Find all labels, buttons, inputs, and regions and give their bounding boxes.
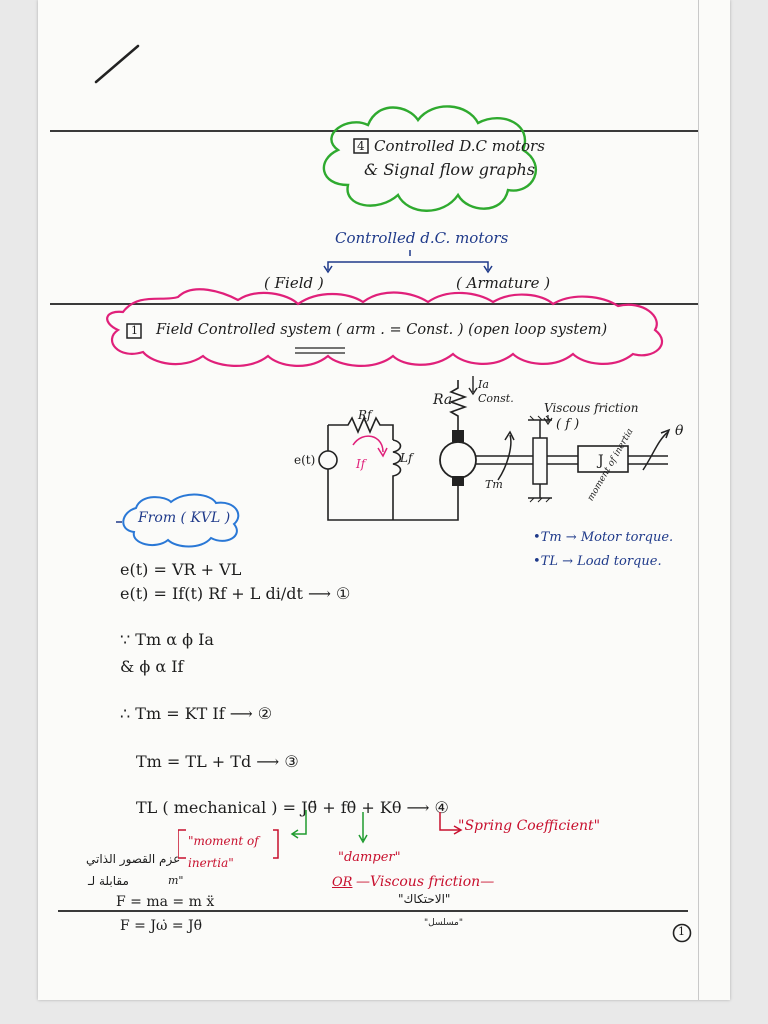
spring-annotation: "Spring Coefficient" [458, 818, 601, 834]
lf-label: Lf [400, 451, 413, 465]
margin-line [698, 0, 699, 1000]
equation-6: Tm = TL + Td ⟶ ③ [136, 752, 299, 771]
tree-left: ( Field ) [264, 274, 324, 292]
from-kvl-label: From ( KVL ) [138, 510, 231, 526]
section-number: 1 [131, 324, 138, 337]
f-label: ( f ) [556, 417, 580, 432]
page-number-circle [672, 923, 692, 943]
equation-4: & ϕ α If [120, 657, 184, 676]
footer-arabic: "مسلسل" [424, 918, 463, 928]
rule-2 [50, 303, 698, 305]
moment-annotation: "moment of inertia" [188, 834, 259, 870]
title-line-1: Controlled D.C motors [374, 137, 545, 155]
ra-label: Ra [433, 392, 453, 408]
section-number-box [126, 323, 142, 339]
source-label: e(t) [294, 453, 316, 467]
arabic-note-2: مقابلة لـ [88, 874, 129, 888]
const-label: Const. [478, 392, 514, 405]
tree-root: Controlled d.C. motors [335, 229, 509, 247]
f-equation: F = ma = m ẍ [116, 894, 215, 910]
coefficient-markers [178, 810, 463, 859]
arabic-note-1: عزم القصور الذاتي [86, 852, 181, 866]
title-line-2: & Signal flow graphs [364, 160, 535, 179]
notebook-page: 4 Controlled D.C motors & Signal flow gr… [38, 0, 730, 1000]
rf-label: Rf [358, 408, 372, 422]
viscous-label: Viscous friction [544, 401, 639, 415]
motor-circuit-diagram [318, 376, 671, 521]
equation-3: ∵ Tm α ϕ Ia [120, 630, 214, 649]
rule-1 [50, 130, 698, 132]
arabic-viscous: "الاحتكاك" [398, 892, 451, 906]
page-number: 1 [678, 925, 685, 938]
tl-definition: •TL → Load torque. [533, 554, 662, 569]
damper-annotation: "damper" [338, 850, 401, 865]
f-equation-2: F = Jω̇ = Jθ̈ [120, 918, 203, 934]
section-cloud-outline [106, 288, 663, 367]
if-label: If [356, 457, 366, 471]
tree-branches [323, 250, 493, 274]
heading-underline [295, 347, 345, 354]
j-label: J [598, 453, 604, 469]
tm-label: Tm [485, 478, 503, 491]
theta-label: θ [675, 423, 684, 439]
kvl-cloud-outline [116, 493, 240, 548]
equation-1: e(t) = VR + VL [120, 560, 242, 579]
corner-slash-mark [94, 44, 140, 84]
equation-7: TL ( mechanical ) = Jθ̈ + fθ̇ + Kθ ⟶ ④ [136, 798, 449, 817]
arabic-m: m" [168, 874, 184, 887]
rule-3 [58, 910, 688, 912]
title-cloud-outline [322, 105, 537, 212]
viscous-friction-annotation: —Viscous friction— [356, 874, 495, 890]
ia-label: Ia [478, 378, 489, 391]
tm-definition: •Tm → Motor torque. [533, 530, 674, 545]
tree-right: ( Armature ) [456, 274, 551, 292]
title-number: 4 [357, 139, 365, 153]
or-annotation: OR [332, 875, 353, 890]
equation-5: ∴ Tm = KT If ⟶ ② [120, 704, 273, 723]
section-heading: Field Controlled system ( arm . = Const.… [156, 322, 608, 338]
equation-2: e(t) = If(t) Rf + L di/dt ⟶ ① [120, 584, 351, 603]
